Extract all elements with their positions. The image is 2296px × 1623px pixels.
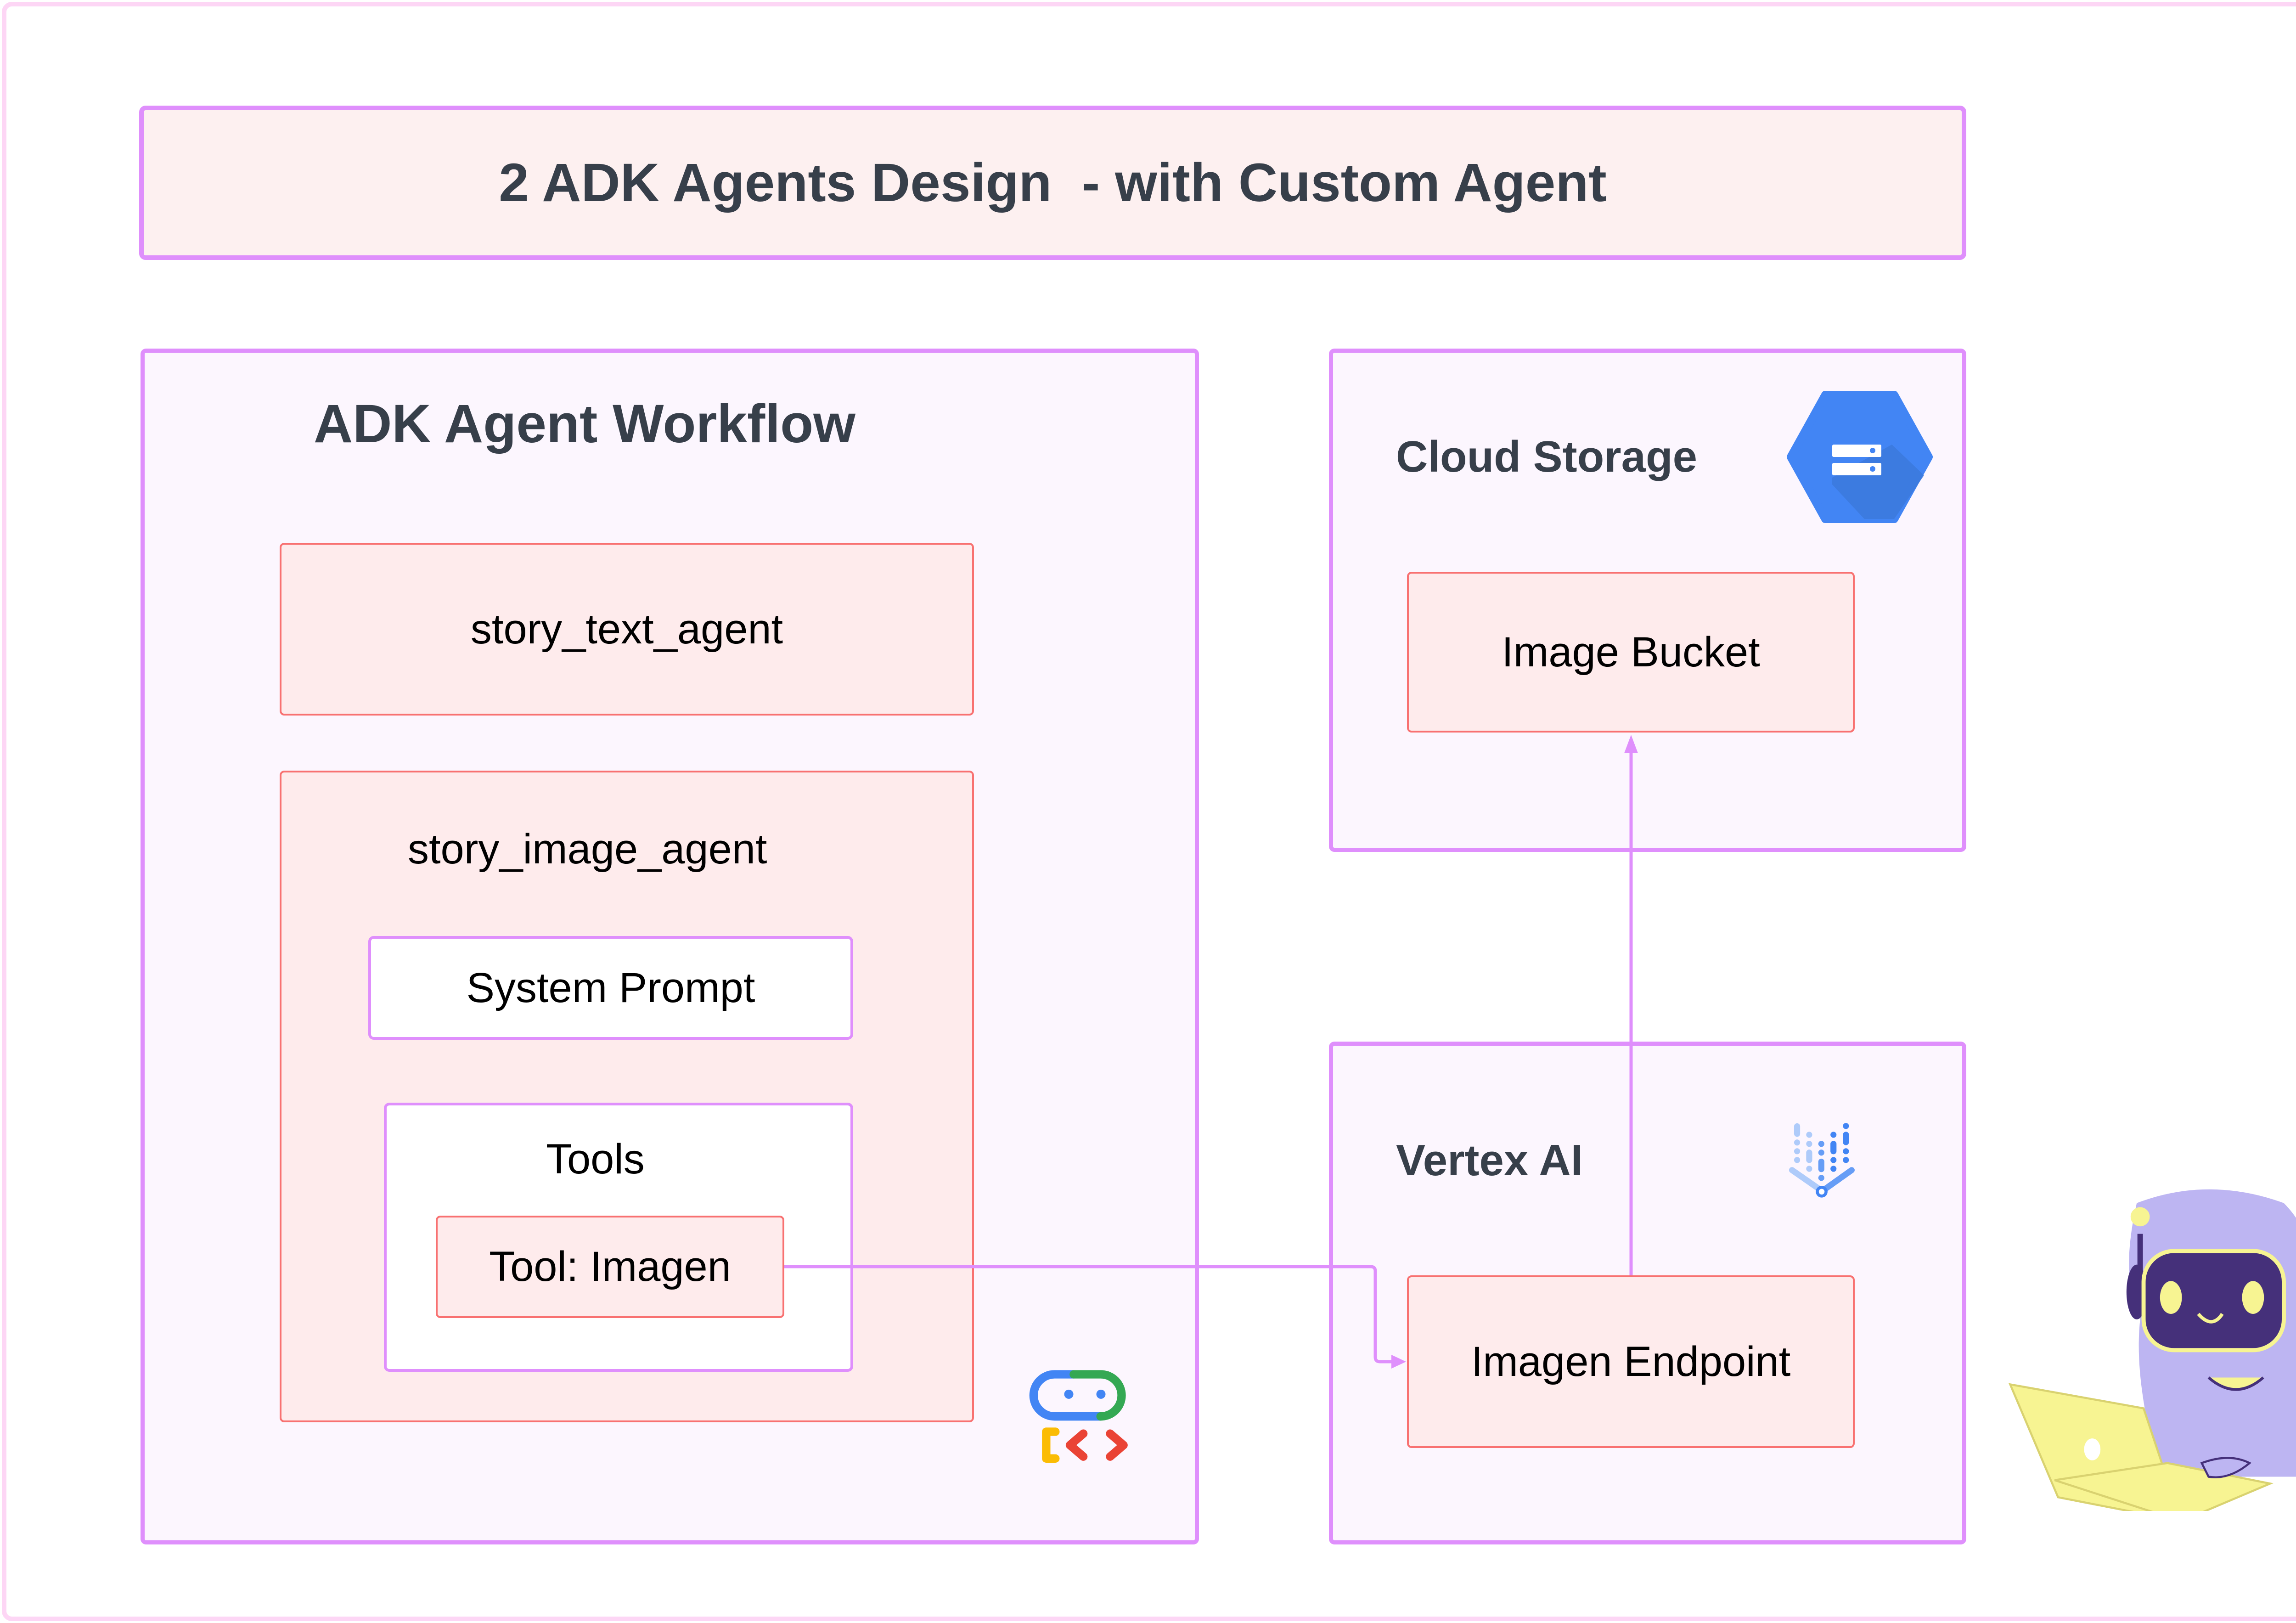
imagen-endpoint-label: Imagen Endpoint (1471, 1338, 1791, 1385)
tool-imagen-label: Tool: Imagen (489, 1243, 731, 1290)
imagen-endpoint-box[interactable]: Imagen Endpoint (1407, 1275, 1855, 1448)
title-banner: 2 ADK Agents Design - with Custom Agent (139, 106, 1966, 260)
cloud-storage-icon (1787, 391, 1933, 523)
vertex-ai-icon (1789, 1123, 1855, 1198)
story-text-agent-label: story_text_agent (470, 605, 783, 653)
workflow-panel-title: ADK Agent Workflow (314, 394, 855, 454)
system-prompt-label: System Prompt (466, 964, 755, 1011)
tool-imagen-box[interactable]: Tool: Imagen (436, 1216, 784, 1318)
tools-label: Tools (546, 1136, 645, 1183)
system-prompt-box[interactable]: System Prompt (368, 936, 853, 1040)
robot-illustration (2008, 1189, 2296, 1511)
story-image-agent-label: story_image_agent (408, 826, 767, 873)
diagram-title: 2 ADK Agents Design - with Custom Agent (499, 152, 1607, 213)
story-text-agent-box[interactable]: story_text_agent (280, 543, 974, 716)
image-bucket-label: Image Bucket (1502, 628, 1760, 676)
adk-agent-icon (1029, 1370, 1128, 1463)
cloud-storage-title: Cloud Storage (1396, 432, 1698, 481)
image-bucket-box[interactable]: Image Bucket (1407, 572, 1855, 733)
vertex-ai-title: Vertex AI (1396, 1136, 1583, 1185)
